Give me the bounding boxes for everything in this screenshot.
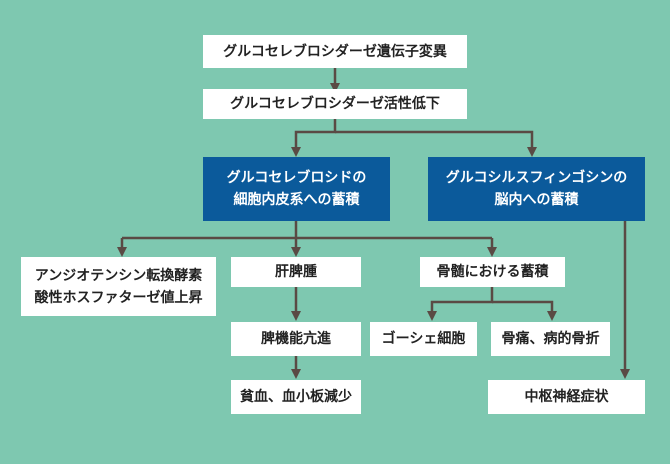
node-enzyme-activity-low: グルコセレブロシダーゼ活性低下 [203,89,467,119]
node-hepatosplenomegaly: 肝脾腫 [231,257,361,287]
node-glucocerebroside-accumulation: グルコセレブロシドの 細胞内皮系への蓄積 [203,157,390,221]
node-anemia-thrombocytopenia: 貧血、血小板減少 [231,380,361,414]
node-bone-marrow-accumulation: 骨髄における蓄積 [420,257,565,287]
node-gaucher-cell: ゴーシェ細胞 [370,322,477,356]
node-bone-pain-fracture: 骨痛、病的骨折 [491,322,610,356]
node-ace-phosphatase-rise: アンジオテンシン転換酵素 酸性ホスファターゼ値上昇 [21,257,216,316]
node-glucosylsphingosine-accumulation: グルコシルスフィンゴシンの 脳内への蓄積 [428,157,645,221]
node-hypersplenism: 脾機能亢進 [231,322,361,356]
node-gene-mutation: グルコセレブロシダーゼ遺伝子変異 [203,35,467,68]
arrow-enzyme-branch [291,118,337,157]
node-cns-symptoms: 中枢神経症状 [488,380,645,414]
